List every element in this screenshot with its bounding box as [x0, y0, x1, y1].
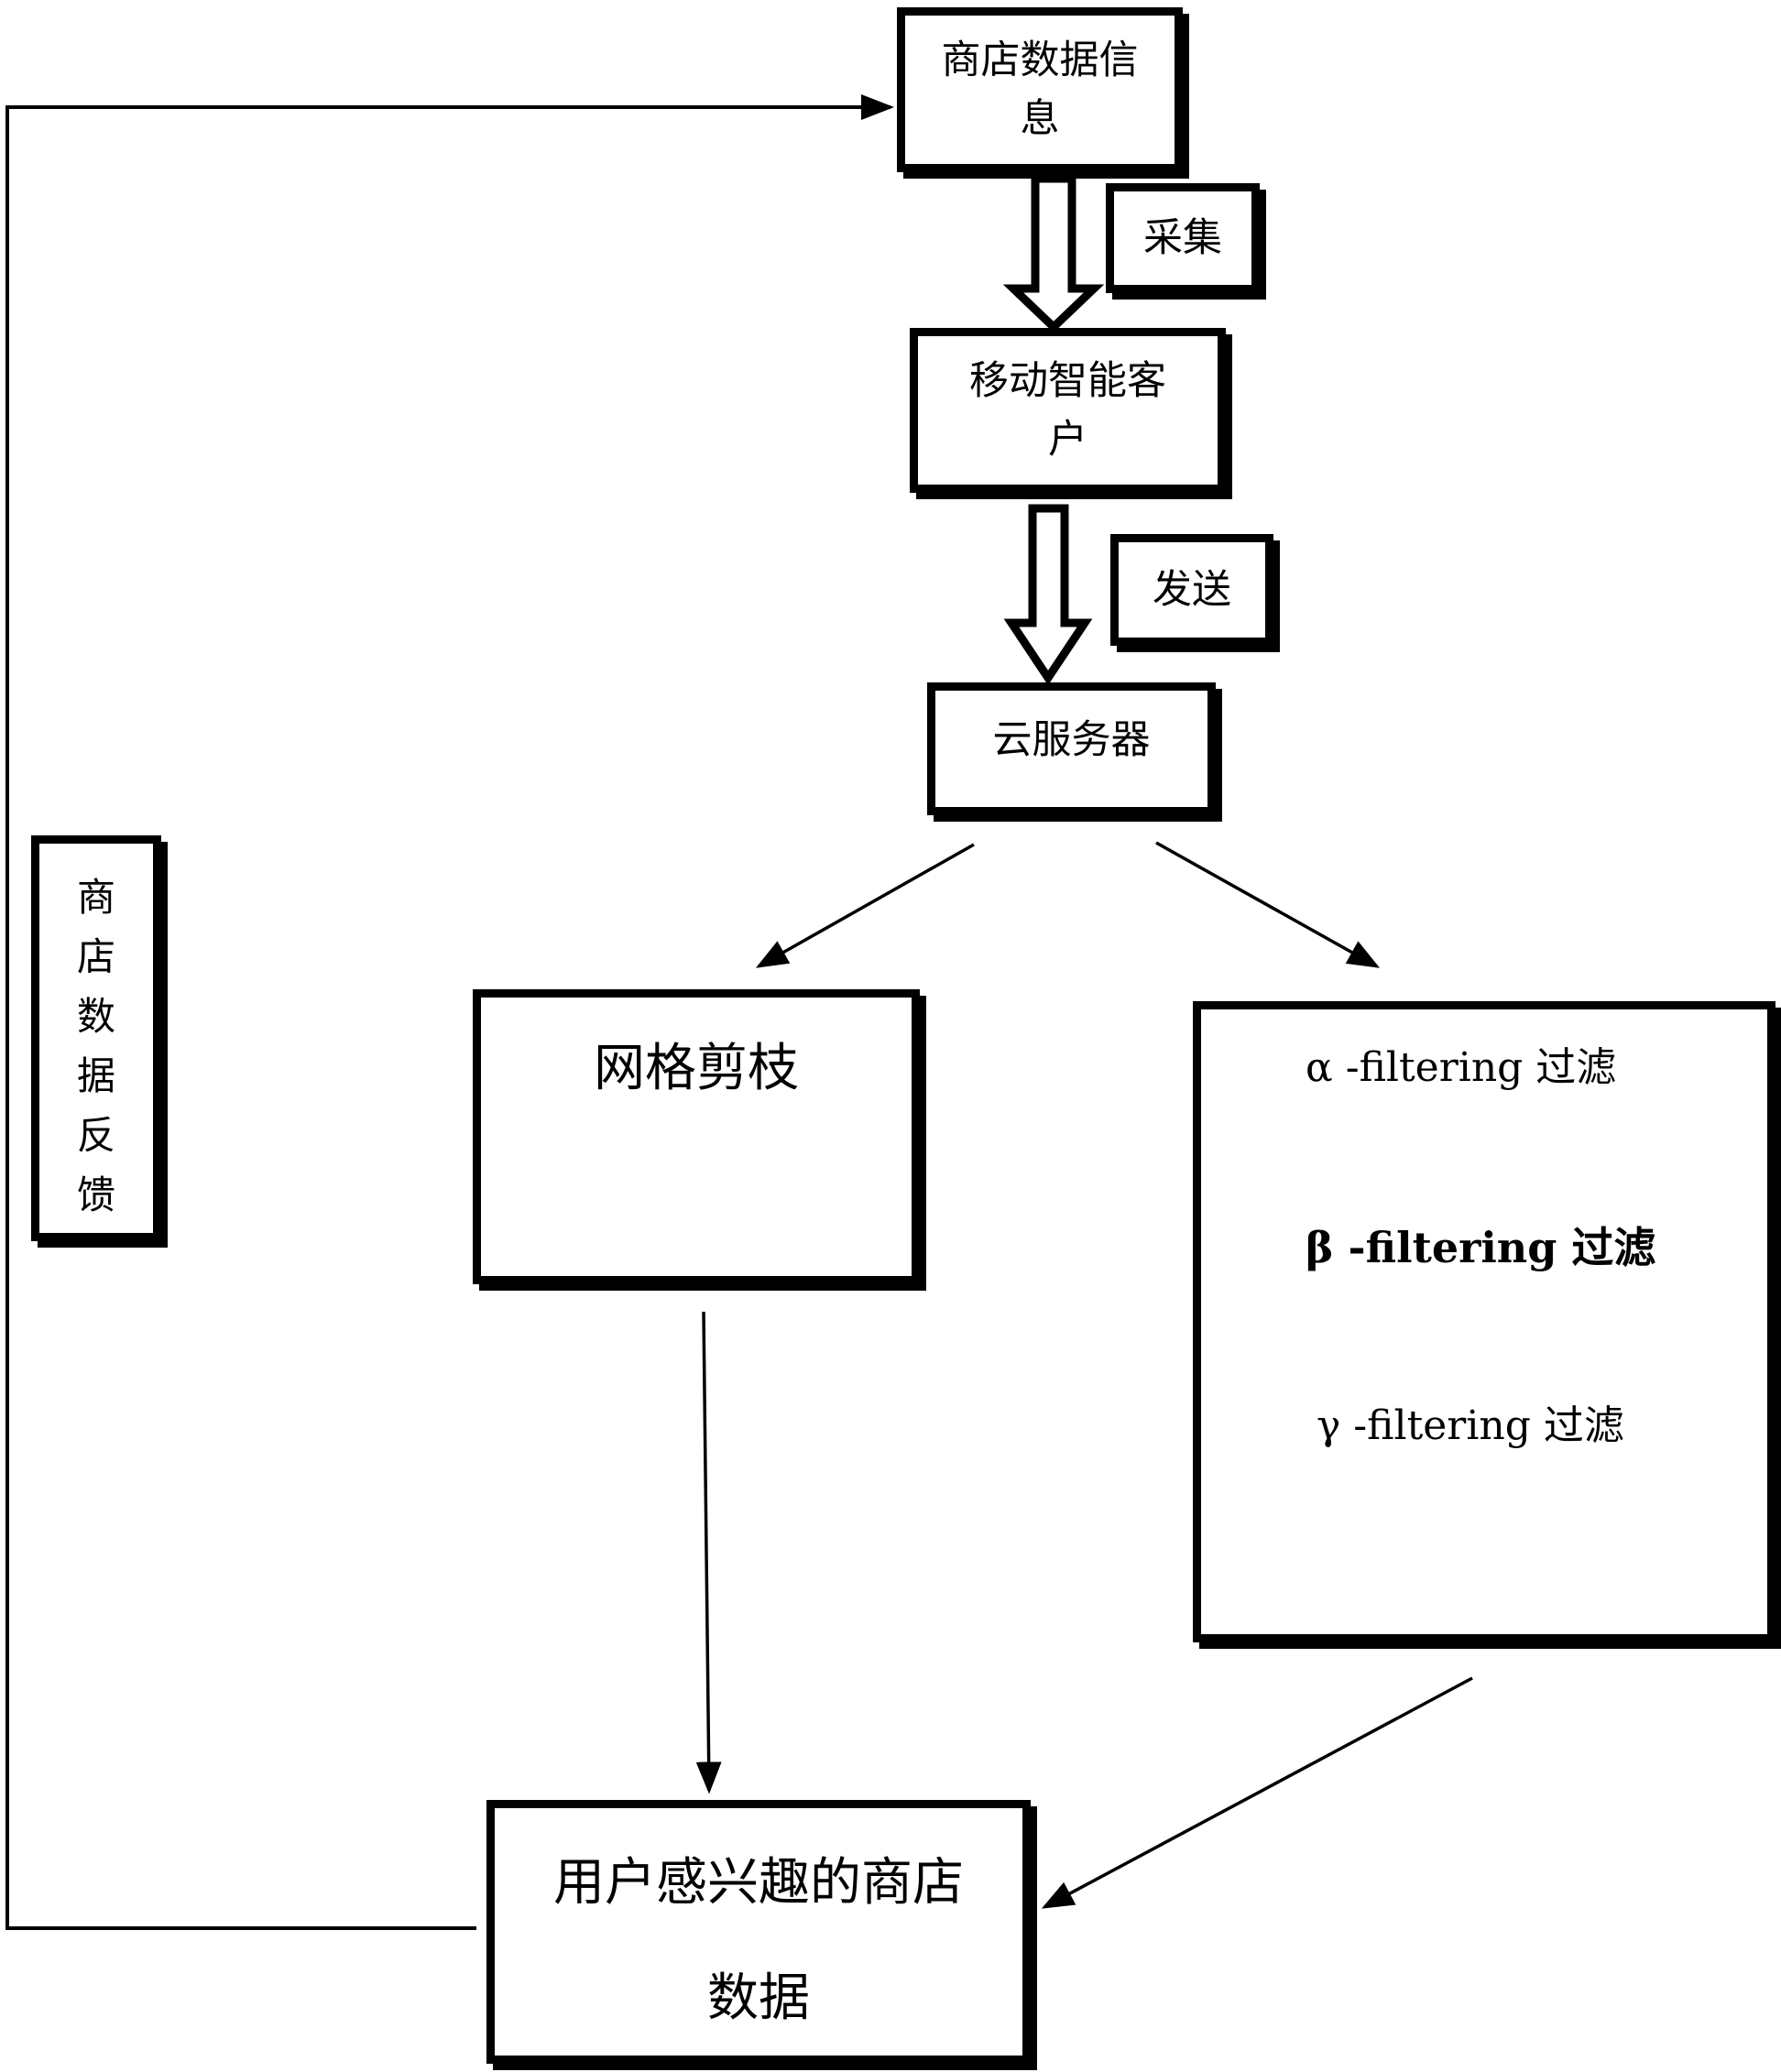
feedback-char: 数	[76, 994, 115, 1039]
collect-label: 采集	[1143, 215, 1222, 261]
send-label-box: 发送	[1110, 534, 1273, 646]
mobile-client-line2: 户	[1048, 417, 1087, 463]
interested-stores-line1: 用户感兴趣的商店	[553, 1853, 964, 1913]
feedback-char: 馈	[76, 1172, 115, 1217]
store-data-info-line1: 商店数据信	[941, 38, 1139, 83]
store-data-info-node: 商店数据信 息	[897, 7, 1183, 172]
cloud-server-label: 云服务器	[992, 717, 1151, 763]
grid-pruning-node: 网格剪枝	[473, 989, 920, 1284]
feedback-char: 反	[76, 1113, 115, 1158]
arrow-filtering-to-result	[1041, 1676, 1473, 1909]
interested-stores-node: 用户感兴趣的商店 数据	[486, 1800, 1031, 2064]
beta-filtering-label: β -filtering 过滤	[1306, 1223, 1656, 1272]
grid-pruning-label: 网格剪枝	[594, 1039, 799, 1098]
collect-hollow-arrow	[1002, 174, 1105, 333]
mobile-client-node: 移动智能客 户	[910, 328, 1226, 493]
arrow-grid-to-result	[695, 1311, 722, 1794]
feedback-char: 店	[76, 934, 115, 979]
cloud-server-node: 云服务器	[927, 682, 1216, 815]
collect-label-box: 采集	[1106, 183, 1260, 293]
arrow-server-to-grid	[755, 843, 975, 968]
feedback-char: 商	[76, 875, 115, 920]
interested-stores-line2: 数据	[707, 1968, 810, 2028]
filtering-node: α -filtering 过滤 β -filtering 过滤 γ -filte…	[1193, 1001, 1776, 1642]
feedback-char: 据	[76, 1053, 115, 1098]
store-data-info-line2: 息	[1020, 96, 1060, 142]
feedback-label-box: 商 店 数 据 反 馈	[31, 835, 161, 1241]
mobile-client-line1: 移动智能客	[969, 358, 1166, 404]
send-label: 发送	[1153, 567, 1231, 613]
gamma-filtering-label: γ -filtering 过滤	[1317, 1402, 1624, 1449]
feedback-loop-arrow	[5, 94, 894, 1930]
arrow-server-to-filtering	[1155, 841, 1381, 968]
alpha-filtering-label: α -filtering 过滤	[1306, 1044, 1617, 1091]
send-hollow-arrow	[1003, 504, 1093, 686]
